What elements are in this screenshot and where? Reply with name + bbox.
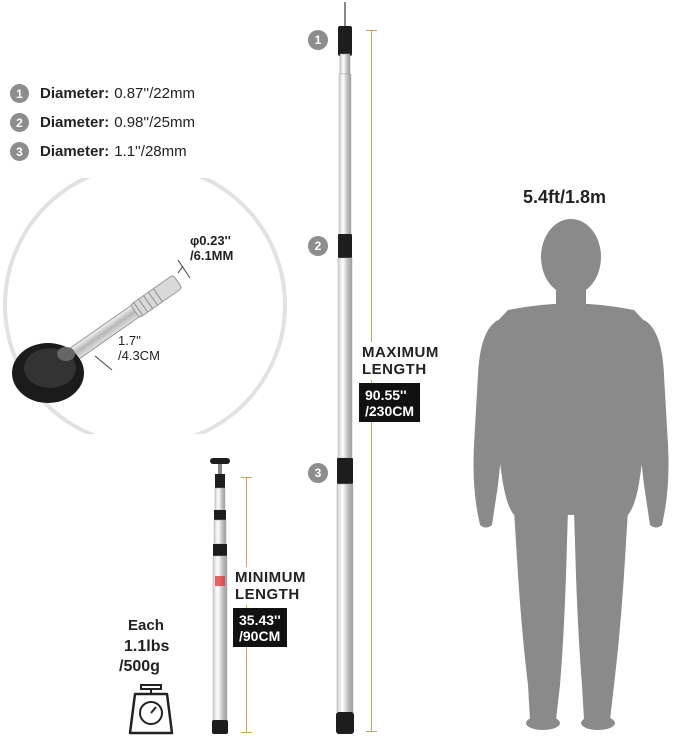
number-badge: 2 — [10, 113, 29, 132]
max-title-line1: MAXIMUM — [362, 344, 439, 361]
max-length-value-box: 90.55'' /230CM — [359, 383, 421, 422]
pole-marker-3: 3 — [308, 463, 328, 483]
min-length-cap-top — [241, 477, 252, 478]
min-length-title: MINIMUM LENGTH — [233, 567, 308, 605]
max-value-line2: /230CM — [365, 403, 415, 419]
closeup-inset — [0, 163, 300, 447]
min-value-line1: 35.43'' — [239, 612, 281, 628]
max-length-cap-bottom — [366, 731, 377, 732]
min-length-value-box: 35.43'' /90CM — [233, 608, 287, 647]
number-badge: 3 — [10, 142, 29, 161]
max-value-line1: 90.55'' — [365, 387, 407, 403]
telescopic-pole-extended — [330, 0, 360, 742]
pole-marker-1: 1 — [308, 30, 328, 50]
min-length-cap-bottom — [241, 732, 252, 733]
pin-length-line1: 1.7'' — [118, 333, 142, 348]
tip-diameter-label: φ0.23'' /6.1MM — [190, 233, 233, 263]
spec-key: Diameter: — [40, 85, 110, 102]
min-title-line2: LENGTH — [235, 586, 300, 603]
human-height-label: 5.4ft/1.8m — [523, 187, 607, 207]
human-silhouette — [468, 215, 678, 735]
tip-diameter-line2: /6.1MM — [190, 248, 234, 263]
spec-key: Diameter: — [40, 114, 110, 131]
number-badge: 1 — [10, 84, 29, 103]
min-length-dimension-line — [246, 477, 247, 733]
spec-value: 0.87''/22mm — [114, 85, 195, 102]
weight-lbs-label: 1.1lbs — [124, 638, 170, 655]
telescopic-pole — [336, 2, 354, 734]
max-length-title: MAXIMUM LENGTH — [360, 342, 441, 380]
max-title-line2: LENGTH — [362, 361, 427, 378]
closeup-inset-graphic — [3, 163, 287, 447]
spec-value: 1.1''/28mm — [114, 143, 187, 160]
min-title-line1: MINIMUM — [235, 569, 306, 586]
tip-diameter-line1: φ0.23'' — [190, 233, 231, 248]
pole-marker-2: 2 — [308, 236, 328, 256]
spec-row-3: 3 Diameter: 1.1''/28mm — [10, 142, 187, 161]
spec-row-1: 1 Diameter: 0.87''/22mm — [10, 84, 195, 103]
weight-grams-label: /500g — [119, 658, 160, 675]
weight-each-label: Each — [128, 617, 164, 634]
telescopic-pole-collapsed — [208, 456, 232, 736]
spec-value: 0.98''/25mm — [114, 114, 195, 131]
telescopic-pole — [210, 458, 230, 734]
min-value-line2: /90CM — [239, 628, 281, 644]
pin-length-line2: /4.3CM — [118, 348, 160, 363]
max-length-dimension-line — [371, 30, 372, 732]
scale-icon — [127, 683, 175, 737]
spec-row-2: 2 Diameter: 0.98''/25mm — [10, 113, 195, 132]
pin-length-label: 1.7'' /4.3CM — [118, 333, 160, 363]
max-length-cap-top — [366, 30, 377, 31]
spec-key: Diameter: — [40, 143, 110, 160]
